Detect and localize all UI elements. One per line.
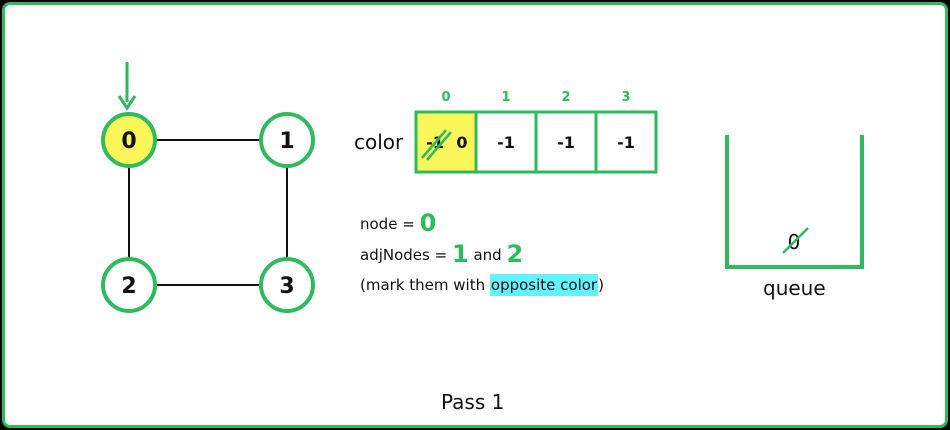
- info-note-line: (mark them with opposite color): [360, 270, 604, 300]
- graph-node-3: 3: [259, 257, 315, 313]
- pass-label: Pass 1: [441, 390, 505, 414]
- color-index-2: 2: [561, 90, 570, 105]
- graph-node-2: 2: [101, 257, 157, 313]
- info-note-open: (mark them with: [360, 276, 486, 294]
- color-cell-0: [414, 110, 478, 174]
- color-cell-3-value: -1: [617, 133, 635, 152]
- color-cell-1-value: -1: [497, 133, 515, 152]
- info-adj-a: 1: [451, 240, 469, 268]
- queue-label: queue: [763, 276, 826, 300]
- graph-node-3-label: 3: [279, 274, 294, 299]
- info-note-highlight: opposite color: [489, 274, 599, 296]
- color-array-label: color: [354, 130, 404, 154]
- info-panel: node = 0 adjNodes = 1 and 2 (mark them w…: [360, 208, 604, 300]
- info-adj-line: adjNodes = 1 and 2: [360, 239, 604, 270]
- graph-node-2-label: 2: [121, 274, 136, 299]
- info-node-prefix: node =: [360, 215, 415, 233]
- info-adj-prefix: adjNodes =: [360, 246, 448, 264]
- color-cell-2: [534, 110, 598, 174]
- color-index-3: 3: [621, 90, 630, 105]
- current-node-arrow: [117, 62, 137, 111]
- queue-strike-icon: [782, 227, 809, 254]
- info-node-line: node = 0: [360, 208, 604, 239]
- info-note-close: ): [598, 276, 604, 294]
- info-node-value: 0: [419, 209, 437, 237]
- color-index-1: 1: [501, 90, 510, 105]
- graph-node-1-label: 1: [279, 129, 294, 154]
- graph-node-0: 0: [101, 112, 157, 168]
- info-adj-b: 2: [506, 240, 524, 268]
- color-cell-2-value: -1: [557, 133, 575, 152]
- queue-container: [725, 135, 864, 269]
- graph-node-0-label: 0: [121, 129, 136, 154]
- color-index-0: 0: [441, 90, 450, 105]
- color-cell-3: [594, 110, 658, 174]
- color-cell-1: [474, 110, 538, 174]
- strike-icon: [421, 129, 452, 161]
- color-cell-0-new-value: 0: [456, 133, 467, 152]
- info-adj-and: and: [473, 246, 502, 264]
- graph-node-1: 1: [259, 112, 315, 168]
